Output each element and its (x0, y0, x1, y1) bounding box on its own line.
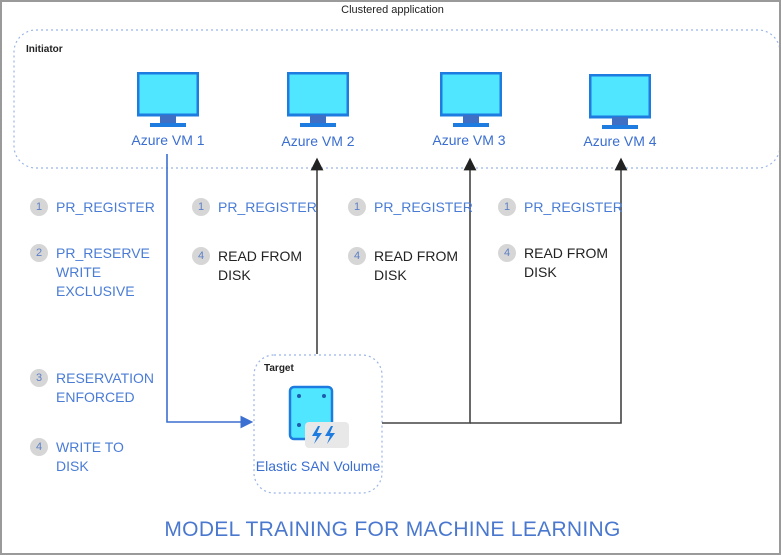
step-text: PR_REGISTER (218, 199, 317, 215)
step-text: PR_REGISTER (524, 199, 623, 215)
step-number-badge: 4 (348, 247, 366, 265)
step-text: READ FROM DISK (374, 248, 458, 283)
vm1-step-2: 2 PR_RESERVE WRITE EXCLUSIVE (30, 244, 150, 301)
initiator-label: Initiator (26, 44, 63, 55)
vm-1-label: Azure VM 1 (131, 132, 205, 148)
vm3-step-2: 4 READ FROM DISK (348, 247, 458, 285)
vm1-step-1: 1 PR_REGISTER (30, 198, 170, 217)
vm2-step-2: 4 READ FROM DISK (192, 247, 302, 285)
vm-2-label: Azure VM 2 (281, 133, 355, 149)
step-text: PR_RESERVE WRITE EXCLUSIVE (56, 245, 150, 299)
vm1-step-3: 3 RESERVATION ENFORCED (30, 369, 170, 407)
vm1-step-4: 4 WRITE TO DISK (30, 438, 150, 476)
vm-3-icon (439, 71, 503, 135)
elastic-san-label: Elastic SAN Volume (255, 458, 381, 474)
step-text: WRITE TO DISK (56, 439, 124, 474)
step-number-badge: 1 (498, 198, 516, 216)
vm-4-label: Azure VM 4 (583, 133, 657, 149)
step-number-badge: 4 (30, 438, 48, 456)
step-number-badge: 4 (192, 247, 210, 265)
step-text: PR_REGISTER (374, 199, 473, 215)
target-group-box (253, 354, 383, 494)
target-label: Target (264, 363, 294, 374)
step-number-badge: 1 (30, 198, 48, 216)
step-number-badge: 2 (30, 244, 48, 262)
footer-title: MODEL TRAINING FOR MACHINE LEARNING (164, 518, 621, 541)
step-number-badge: 1 (348, 198, 366, 216)
step-text: RESERVATION ENFORCED (56, 370, 155, 405)
vm-1-icon (136, 71, 200, 135)
vm4-step-2: 4 READ FROM DISK (498, 244, 608, 282)
vm4-step-1: 1 PR_REGISTER (498, 198, 623, 217)
vm2-step-1: 1 PR_REGISTER (192, 198, 317, 217)
step-number-badge: 3 (30, 369, 48, 387)
step-text: READ FROM DISK (218, 248, 302, 283)
step-text: PR_REGISTER (56, 199, 155, 215)
vm3-step-1: 1 PR_REGISTER (348, 198, 473, 217)
group-title: Clustered application (341, 4, 444, 16)
elastic-san-icon (288, 385, 352, 454)
step-number-badge: 4 (498, 244, 516, 262)
vm-2-icon (286, 71, 350, 135)
vm1-write-connector (166, 154, 254, 429)
vm4-read-connector (470, 157, 628, 424)
vm-4-icon (588, 73, 652, 137)
initiator-group-box-full (13, 29, 779, 169)
step-number-badge: 1 (192, 198, 210, 216)
step-text: READ FROM DISK (524, 245, 608, 280)
vm-3-label: Azure VM 3 (432, 132, 506, 148)
